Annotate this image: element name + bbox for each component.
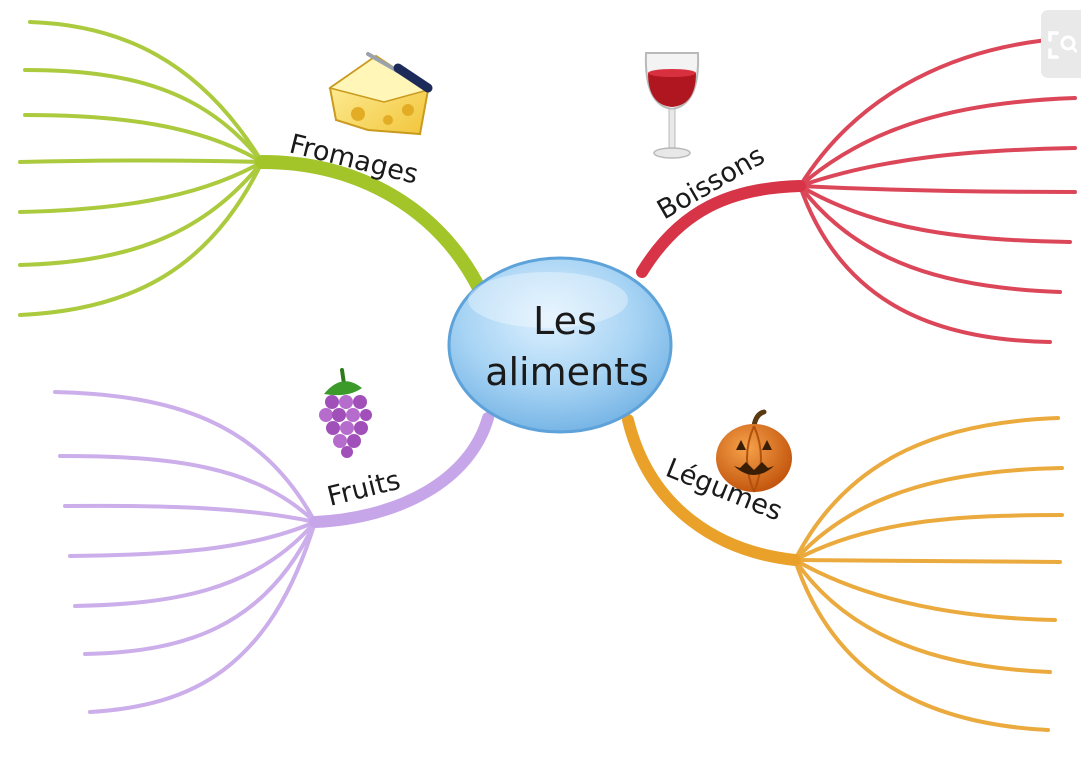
branch-legumes-trunk [622, 414, 801, 566]
branch-boissons: Boissons [636, 36, 1077, 344]
branch-boissons-twigs [798, 36, 1077, 344]
branch-fruits-twigs [53, 390, 317, 714]
center-label-line1: Les [533, 299, 597, 343]
branch-fromages-trunk [255, 155, 487, 297]
branch-fruits-trunk [309, 412, 494, 528]
branch-fromages-twigs [18, 20, 264, 317]
branch-legumes: Légumes [622, 409, 1064, 732]
pumpkin-icon [716, 409, 792, 493]
cheese-icon [328, 52, 433, 136]
branch-fromages: Fromages [18, 20, 487, 317]
center-node: Les aliments [447, 256, 673, 434]
center-label-line2: aliments [485, 350, 649, 394]
wine-glass-icon [644, 52, 700, 159]
expand-button[interactable] [1041, 10, 1081, 78]
expand-icon [1048, 31, 1077, 59]
branch-fruits: Fruits [53, 368, 494, 714]
grapes-icon [319, 368, 372, 458]
branch-boissons-trunk [636, 180, 806, 278]
branch-legumes-twigs [793, 416, 1064, 732]
